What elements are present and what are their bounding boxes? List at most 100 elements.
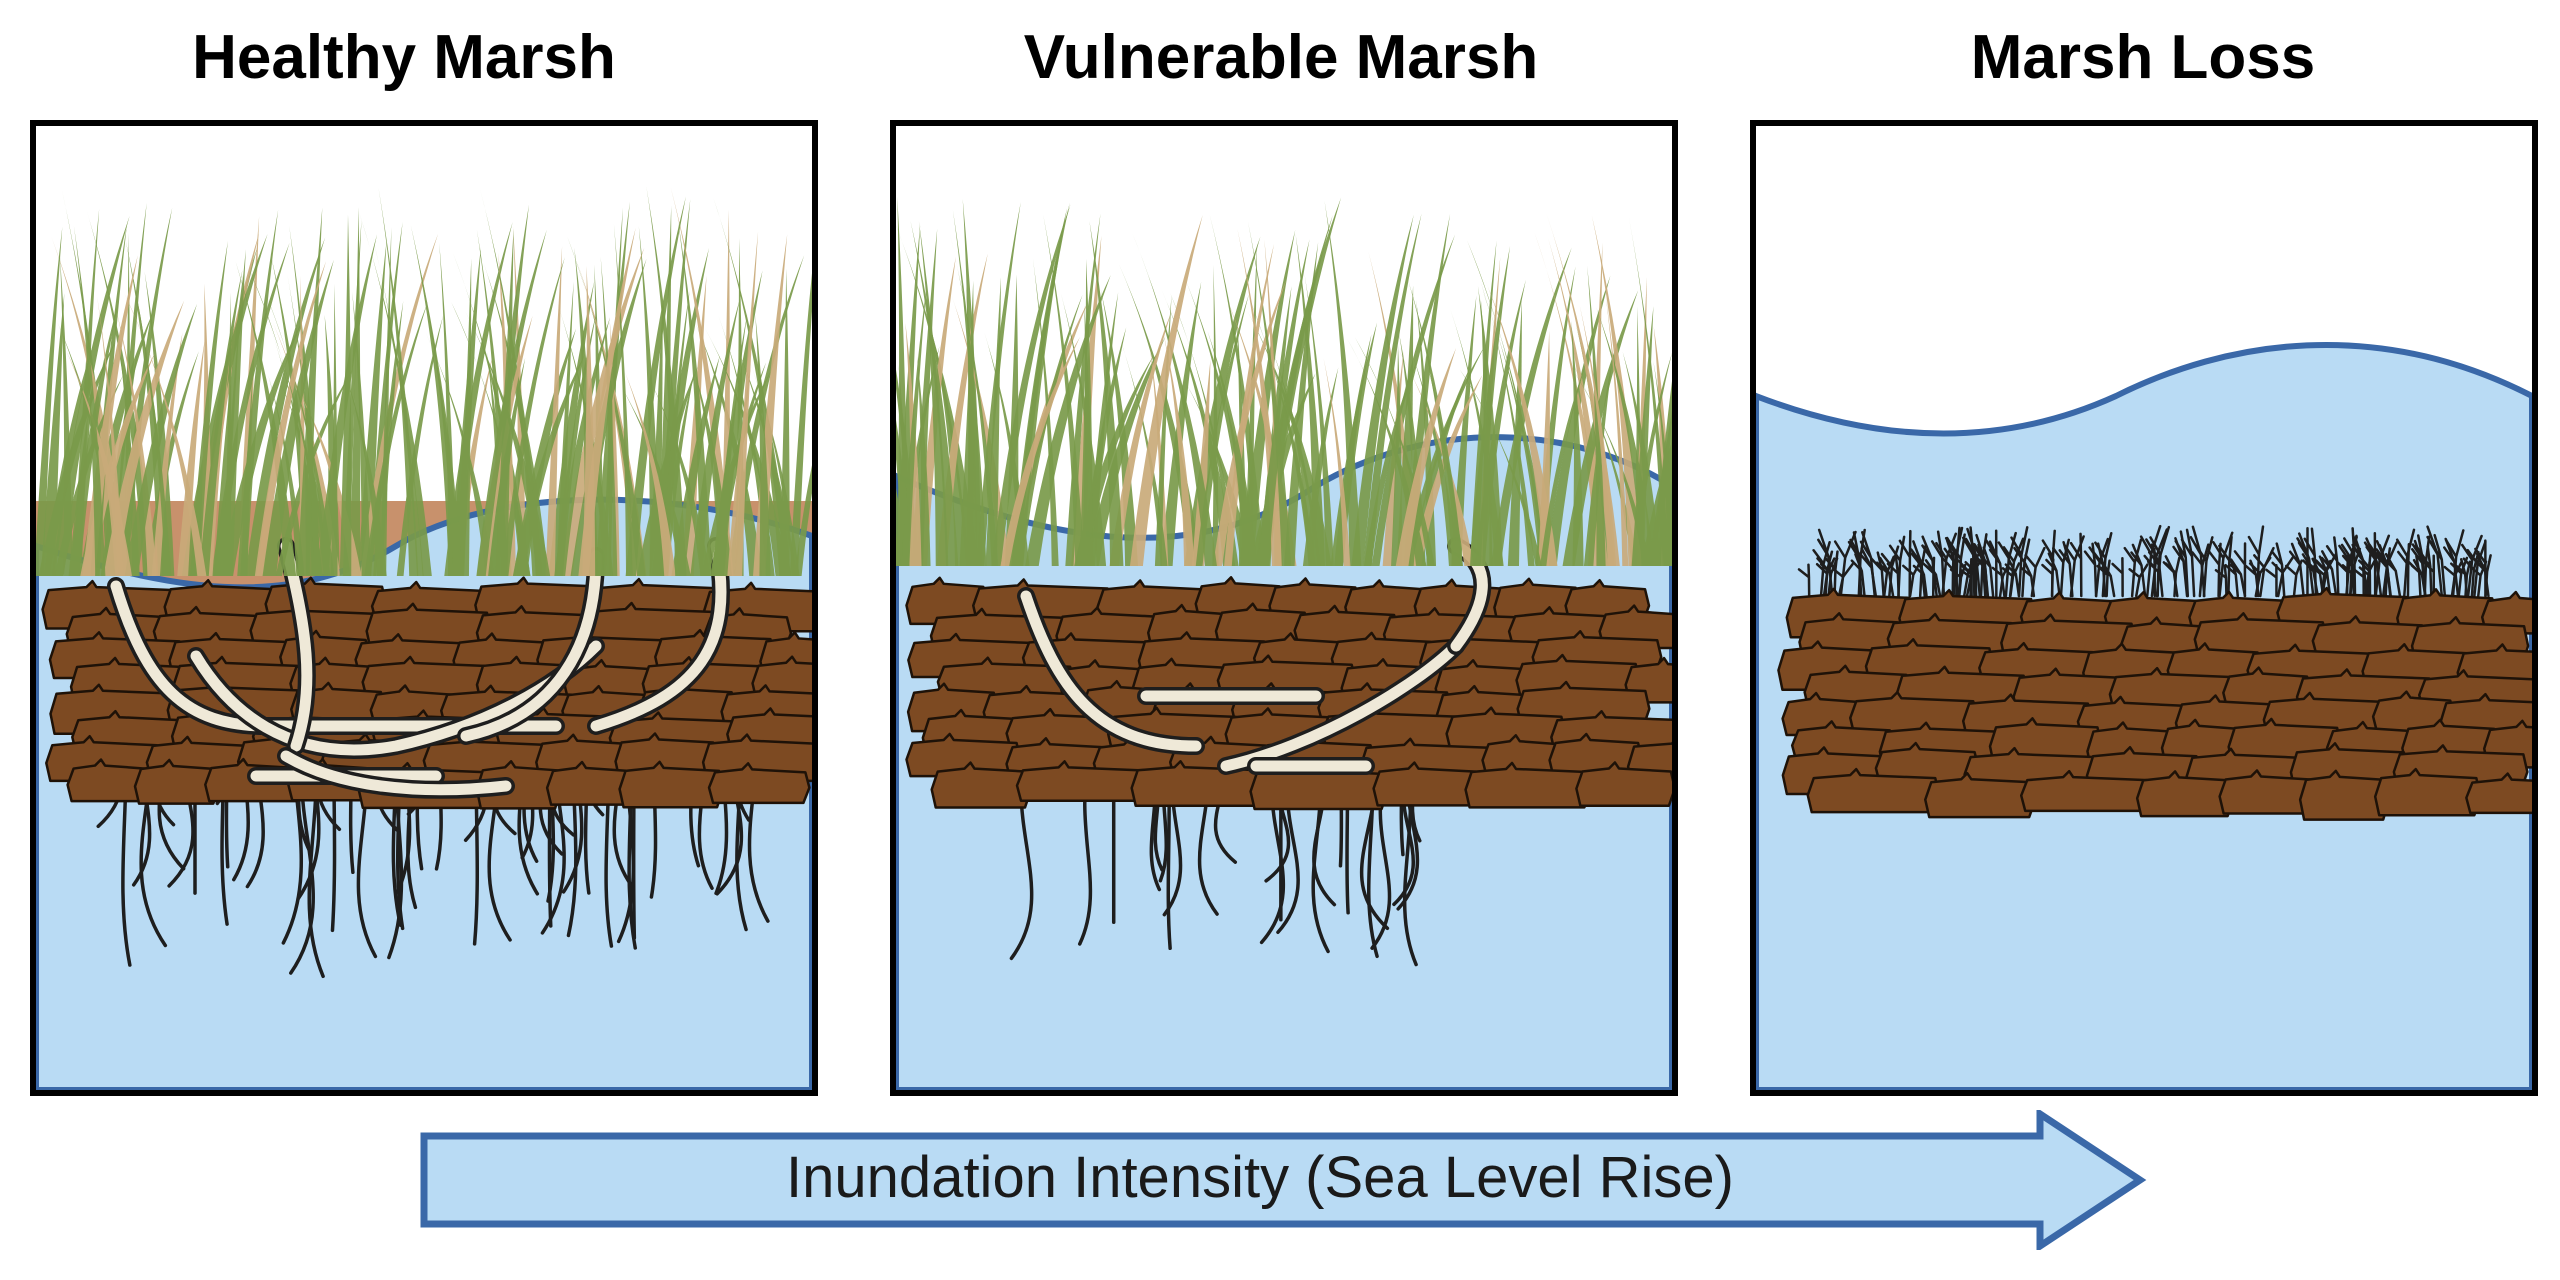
- grass-blade: [901, 288, 927, 566]
- dead-stem: [1960, 564, 1973, 598]
- dead-stem: [1935, 532, 1958, 598]
- dead-stem: [2375, 544, 2392, 598]
- panel-marsh-loss: [1750, 120, 2538, 1096]
- dead-stem: [2180, 528, 2196, 598]
- dead-stem: [2019, 561, 2036, 598]
- grass-blade: [1212, 264, 1219, 566]
- dead-stem: [2410, 558, 2427, 598]
- grass-blade: [1074, 355, 1154, 566]
- dead-stem: [2212, 531, 2234, 598]
- grass-blade: [612, 371, 691, 576]
- panel-title-healthy-marsh: Healthy Marsh: [192, 23, 616, 92]
- dead-stubble-icon: [1797, 524, 2492, 598]
- dead-stem: [2414, 535, 2431, 598]
- grass-blade: [103, 300, 185, 576]
- grass-blade: [1507, 299, 1522, 566]
- dead-stem: [2430, 533, 2447, 598]
- grass-blade: [262, 259, 334, 576]
- rhizomes-icon: [107, 537, 730, 799]
- grass-blade: [124, 303, 198, 576]
- grass-blade: [1587, 265, 1606, 566]
- dead-stem: [1797, 563, 1811, 598]
- rhizomes-icon: [1017, 537, 1492, 775]
- grass-blade: [51, 216, 130, 577]
- grass-blade: [297, 207, 323, 576]
- dead-stem: [2396, 542, 2411, 598]
- grass-blade: [1257, 239, 1310, 566]
- grass-blade: [1180, 268, 1258, 566]
- grass-blade: [918, 221, 949, 566]
- grass-blade: [44, 347, 93, 576]
- grass-blade: [364, 301, 429, 576]
- grass-blade: [1323, 358, 1351, 566]
- dead-stem: [1949, 533, 1966, 598]
- grass-blade: [1591, 215, 1642, 566]
- grass-blade: [73, 226, 106, 576]
- grass-blade: [240, 375, 253, 576]
- grass-blade: [57, 322, 125, 576]
- peat-blocks-icon: [1777, 586, 2532, 821]
- grass-blade: [396, 315, 444, 576]
- grass-blade: [1371, 234, 1456, 566]
- rhizome: [590, 540, 727, 732]
- grass-blade: [502, 257, 565, 576]
- grass-blade: [177, 341, 205, 576]
- grass-blade: [1538, 330, 1550, 566]
- dead-stem: [1941, 550, 1955, 598]
- grass-blade: [151, 332, 183, 576]
- dead-stem: [2123, 538, 2143, 598]
- grass-blade: [644, 368, 711, 576]
- panel-title-vulnerable-marsh: Vulnerable Marsh: [1023, 23, 1539, 92]
- grass-blade: [1459, 369, 1542, 566]
- dead-stem: [2111, 557, 2124, 598]
- grass-blade: [625, 372, 676, 576]
- peat-block: [707, 762, 811, 805]
- grass-blade: [1149, 341, 1169, 566]
- rhizome: [1220, 640, 1462, 772]
- grass-blade: [1628, 217, 1670, 566]
- grass-blade: [1354, 337, 1435, 566]
- grass-blade: [36, 226, 63, 576]
- grass-blade: [372, 236, 424, 576]
- grass-blade: [556, 281, 574, 576]
- dead-stem: [1971, 533, 1988, 598]
- dead-stem: [1910, 540, 1926, 598]
- grass-blade: [559, 247, 645, 576]
- grass-blade: [1119, 264, 1202, 566]
- grass-blade: [1663, 429, 1672, 566]
- grass-blade: [637, 366, 698, 576]
- grass-blade: [254, 261, 327, 576]
- grass-blade: [1065, 213, 1101, 566]
- grass-blade: [220, 249, 246, 576]
- grass-blade: [358, 211, 432, 576]
- grass-blade: [929, 323, 969, 566]
- grass-blade: [1583, 358, 1613, 566]
- grass-blade: [734, 231, 759, 576]
- healthy-marsh-illustration: [36, 186, 812, 1090]
- dead-stem: [2099, 561, 2116, 598]
- dead-stem: [2460, 534, 2483, 598]
- grass-blade: [1132, 233, 1217, 566]
- grass-blade: [287, 274, 322, 576]
- grass-blade: [1631, 306, 1654, 566]
- grass-blade: [85, 208, 156, 576]
- panel-title-marsh-loss: Marsh Loss: [1970, 23, 2316, 92]
- grass-blade: [1247, 221, 1292, 566]
- grass-blade: [40, 293, 65, 576]
- dead-stem: [1819, 557, 1839, 598]
- grass-blade: [465, 312, 551, 576]
- grass-blade: [1579, 305, 1617, 566]
- grass-icon: [896, 196, 1672, 567]
- dead-stem: [2045, 552, 2061, 598]
- dead-stem: [2453, 558, 2469, 598]
- grass-blade: [245, 237, 326, 576]
- grass-blade: [1247, 294, 1316, 566]
- dead-stem: [1847, 531, 1863, 598]
- dead-stem: [2341, 547, 2362, 598]
- grass-blade: [124, 235, 172, 576]
- dead-stem: [2233, 542, 2247, 598]
- dead-stem: [2351, 534, 2368, 598]
- dead-stem: [1880, 545, 1900, 598]
- dead-stem: [2443, 560, 2463, 598]
- dead-stem: [2320, 550, 2338, 598]
